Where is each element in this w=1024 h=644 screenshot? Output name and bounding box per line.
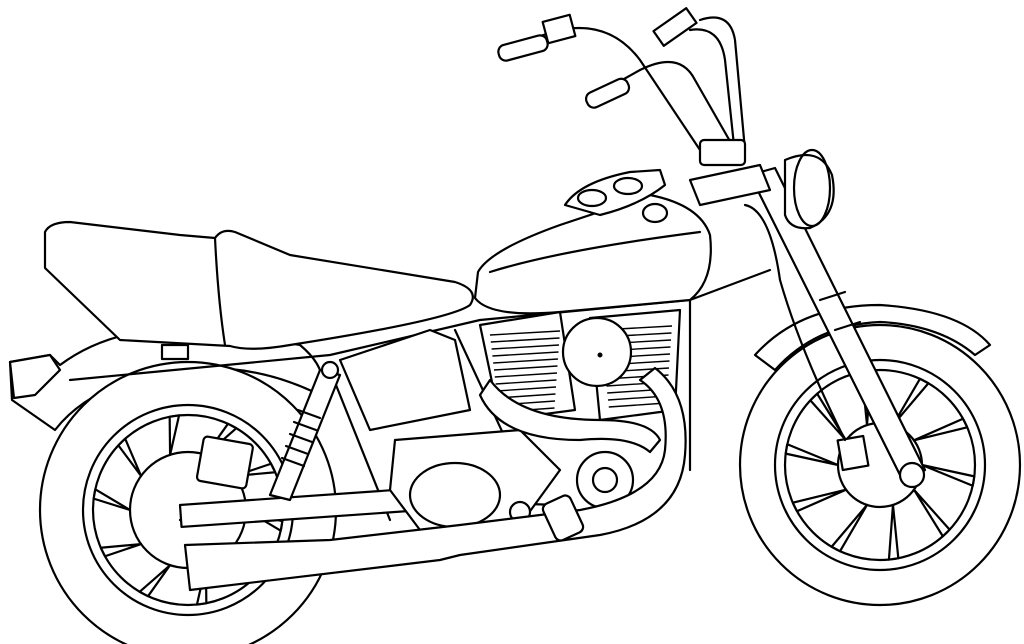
handlebars [497,7,772,207]
spoke [891,377,930,427]
spoke [830,503,869,553]
rear-hub-plate [195,435,254,490]
cylinder-fin [491,344,560,350]
air-cleaner [561,316,633,388]
rear-shock [268,360,342,502]
spoke [912,488,951,538]
gas-tank [473,193,712,315]
seat [43,220,474,350]
spoke [887,503,900,561]
front-wheel [738,323,1022,607]
cylinder-fin [608,402,667,408]
cylinder-fin [495,379,557,385]
spoke [920,463,976,487]
spoke [791,488,848,513]
spoke [912,417,969,442]
tail-light [8,353,62,400]
spoke [117,437,143,478]
cylinder-fin [489,330,561,336]
side-cover [338,328,472,432]
spoke [99,542,143,558]
cylinder-fin [490,337,560,343]
cylinder-fin [494,372,558,378]
spoke [138,564,172,598]
cylinder-fin [493,365,558,371]
cylinder-fin [496,386,557,392]
spoke [92,488,132,512]
spoke [168,414,181,456]
right-grip [584,77,631,109]
seat-latch [160,343,190,361]
front-fork [743,166,927,489]
cylinder-fin [492,351,559,357]
spoke [784,443,840,467]
spoke [809,392,848,442]
cylinder-fin [493,358,559,364]
